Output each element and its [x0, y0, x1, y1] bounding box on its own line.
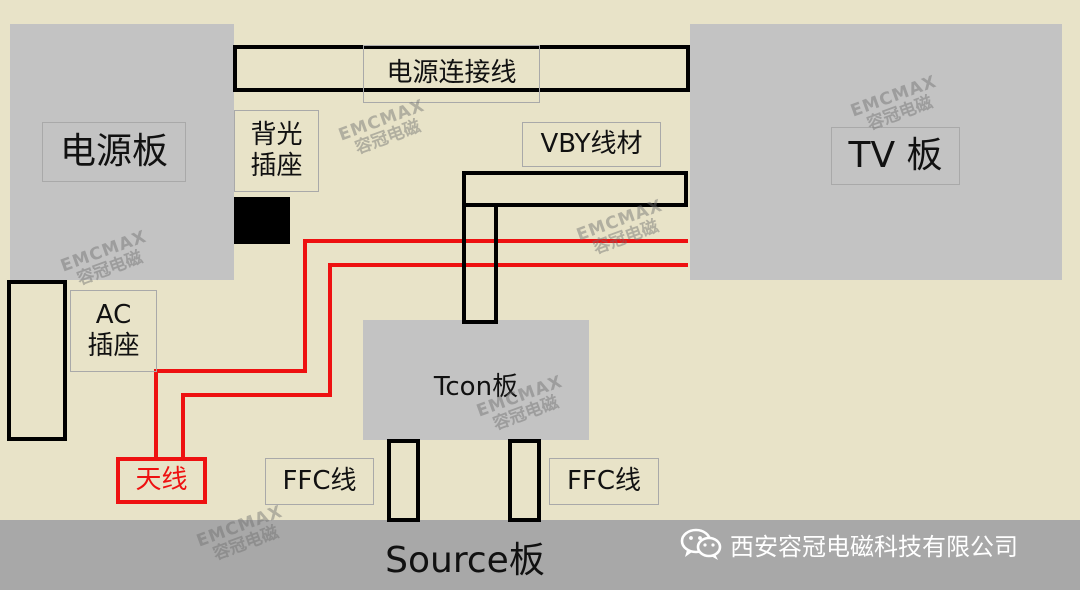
backlight-socket-label: 背光 插座 — [234, 110, 319, 192]
ac-socket-outline — [7, 280, 67, 441]
ffc-cable-right — [508, 439, 541, 522]
ffc-cable-left — [387, 439, 420, 522]
ffc-cable-right-label: FFC线 — [549, 458, 659, 505]
power-board-label: 电源板 — [42, 122, 186, 182]
vby-cable-horizontal — [462, 171, 688, 207]
antenna-label: 天线 — [116, 457, 207, 504]
vby-cable-vertical — [462, 203, 498, 324]
vby-cable-label: VBY线材 — [522, 122, 661, 167]
antenna-wire-inner — [181, 263, 688, 461]
wechat-icon — [680, 527, 724, 561]
tv-board-label: TV 板 — [831, 127, 960, 185]
brand: 西安容冠电磁科技有限公司 — [680, 524, 1018, 564]
power-cable-outline — [233, 45, 690, 92]
tcon-board-label: Tcon板 — [433, 371, 519, 402]
brand-text: 西安容冠电磁科技有限公司 — [730, 532, 1018, 561]
source-board — [0, 520, 1080, 590]
tv-board — [690, 24, 1062, 280]
power-cable-label: 电源连接线 — [363, 45, 540, 103]
power-board — [10, 24, 234, 280]
ffc-cable-left-label: FFC线 — [265, 458, 374, 505]
antenna-wire-outer — [154, 239, 688, 461]
tcon-board — [363, 320, 589, 440]
backlight-connector — [234, 197, 290, 244]
ac-socket-label: AC 插座 — [70, 290, 157, 372]
source-board-label: Source板 — [385, 540, 545, 581]
